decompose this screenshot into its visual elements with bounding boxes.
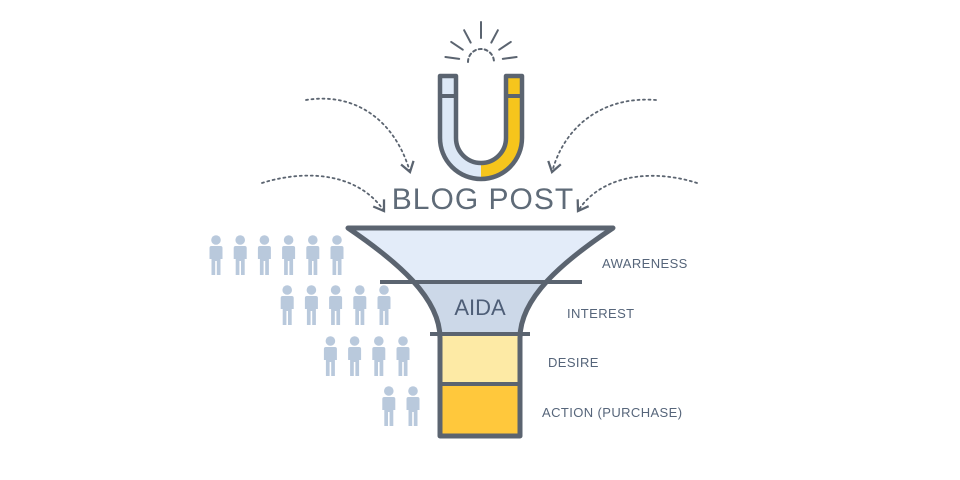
person-icon <box>377 285 391 325</box>
dotted-arrow-upper-left <box>305 97 415 174</box>
person-icon <box>257 235 271 275</box>
audience-people <box>209 235 420 426</box>
sparkle-ray <box>444 56 461 60</box>
sparkle-ray <box>501 56 518 60</box>
magnet-icon <box>437 73 525 182</box>
stage-label-interest: INTEREST <box>567 306 634 321</box>
person-icon <box>330 235 344 275</box>
person-icon <box>306 235 320 275</box>
person-icon <box>348 336 362 376</box>
funnel-center-label: AIDA <box>454 295 506 320</box>
sparkle-ray <box>463 29 472 44</box>
person-icon <box>353 285 367 325</box>
person-icon <box>282 235 296 275</box>
person-icon <box>396 336 410 376</box>
dotted-arrows <box>261 97 698 213</box>
sparkle-rays <box>444 21 518 63</box>
sparkle-arc <box>467 48 495 63</box>
dotted-arrow-upper-right <box>547 98 657 174</box>
sparkle-ray <box>498 40 512 51</box>
sparkle-ray <box>450 40 464 51</box>
funnel-outline <box>345 225 616 439</box>
stage-label-action: ACTION (PURCHASE) <box>542 405 682 420</box>
person-icon <box>329 285 343 325</box>
person-icon <box>233 235 247 275</box>
stage-label-awareness: AWARENESS <box>602 256 688 271</box>
stage-label-desire: DESIRE <box>548 355 599 370</box>
person-icon <box>372 336 386 376</box>
headline: BLOG POST <box>392 183 574 216</box>
person-icon <box>323 336 337 376</box>
dotted-arrow-lower-left <box>261 174 386 213</box>
sparkle-ray <box>490 29 499 44</box>
person-icon <box>209 235 223 275</box>
dotted-arrow-lower-right <box>576 174 698 213</box>
person-icon <box>382 386 396 426</box>
person-icon <box>304 285 318 325</box>
person-icon <box>280 285 294 325</box>
person-icon <box>406 386 420 426</box>
